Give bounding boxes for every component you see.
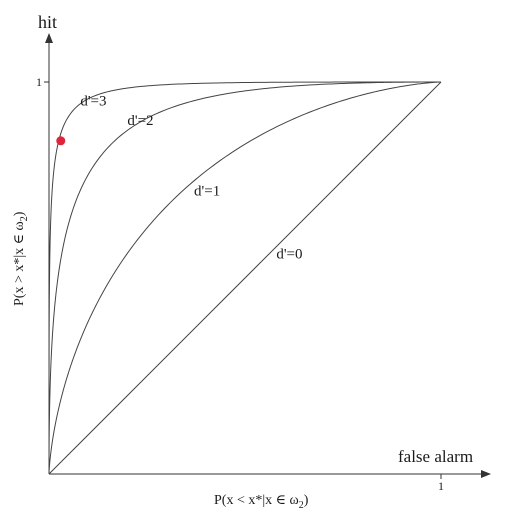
ticks: 11 [36,75,444,493]
curve-label-3: d'=3 [80,94,106,110]
roc-curve-3 [48,81,441,474]
curve-labels: d'=0 d'=1 d'=2 d'=3 [80,94,302,263]
curve-label-2: d'=2 [127,113,153,129]
x-axis-label: false alarm [398,447,473,466]
curve-label-0: d'=0 [276,246,302,262]
curve-label-1: d'=1 [194,184,220,200]
y-tick-label-0: 1 [36,75,42,89]
y-axis-subtitle: P(x > x*|x ∈ ω2) [12,211,30,306]
x-axis-subtitle: P(x < x*|x ∈ ω2) [214,493,309,511]
x-tick-label-0: 1 [438,479,444,493]
roc-curve-0 [48,81,442,475]
y-axis-label: hit [38,12,57,32]
operating-point-marker [56,136,66,146]
roc-curves [48,81,442,475]
